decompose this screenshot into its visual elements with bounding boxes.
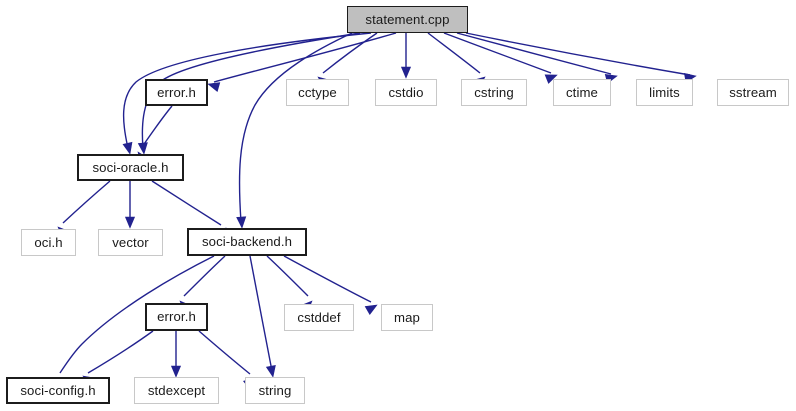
graph-edge — [124, 181, 136, 229]
graph-node-label: error.h — [157, 309, 196, 325]
graph-node-label: limits — [649, 84, 680, 100]
graph-node-stdexcept[interactable]: stdexcept — [134, 377, 219, 404]
graph-edge — [443, 32, 558, 84]
graph-node-label: cstddef — [297, 309, 341, 325]
graph-node-label: ctime — [565, 84, 598, 100]
graph-node-label: stdexcept — [147, 382, 206, 398]
graph-node-ctime[interactable]: ctime — [553, 79, 611, 106]
graph-node-cstring[interactable]: cstring — [461, 79, 527, 106]
graph-node-statement[interactable]: statement.cpp — [347, 6, 468, 33]
graph-node-label: cstring — [474, 84, 514, 100]
graph-node-soci-config[interactable]: soci-config.h — [6, 377, 110, 404]
graph-node-map[interactable]: map — [381, 304, 433, 331]
graph-edge — [137, 32, 361, 155]
graph-edge — [400, 33, 412, 79]
graph-node-label: soci-oracle.h — [92, 159, 169, 175]
graph-node-cstdio[interactable]: cstdio — [375, 79, 437, 106]
graph-node-label: soci-config.h — [20, 382, 96, 398]
graph-node-label: error.h — [157, 84, 196, 100]
graph-node-label: string — [258, 382, 292, 398]
graph-node-soci-oracle[interactable]: soci-oracle.h — [77, 154, 184, 181]
graph-node-label: soci-backend.h — [201, 234, 293, 250]
graph-node-label: sstream — [729, 84, 777, 100]
graph-node-label: oci.h — [34, 234, 63, 250]
graph-node-label: map — [394, 309, 420, 325]
graph-node-soci-backend[interactable]: soci-backend.h — [187, 228, 307, 256]
graph-node-error-h-mid[interactable]: error.h — [145, 303, 208, 331]
graph-node-label: cctype — [298, 84, 337, 100]
graph-edge — [122, 32, 372, 155]
graph-node-string[interactable]: string — [245, 377, 305, 404]
graph-node-oci-h[interactable]: oci.h — [21, 229, 76, 256]
graph-node-label: statement.cpp — [365, 11, 450, 27]
graph-edge — [170, 330, 182, 378]
graph-node-label: vector — [112, 234, 149, 250]
graph-node-limits[interactable]: limits — [636, 79, 693, 106]
graph-edge — [236, 32, 353, 229]
graph-node-vector[interactable]: vector — [98, 229, 163, 256]
graph-edge — [207, 32, 397, 92]
graph-edge — [249, 255, 276, 378]
graph-edge — [465, 32, 697, 83]
graph-node-sstream[interactable]: sstream — [717, 79, 789, 106]
graph-node-cctype[interactable]: cctype — [286, 79, 349, 106]
graph-node-label: cstdio — [388, 84, 424, 100]
graph-node-cstddef[interactable]: cstddef — [284, 304, 354, 331]
graph-node-error-h-top[interactable]: error.h — [145, 79, 208, 106]
graph-edge — [283, 255, 378, 316]
